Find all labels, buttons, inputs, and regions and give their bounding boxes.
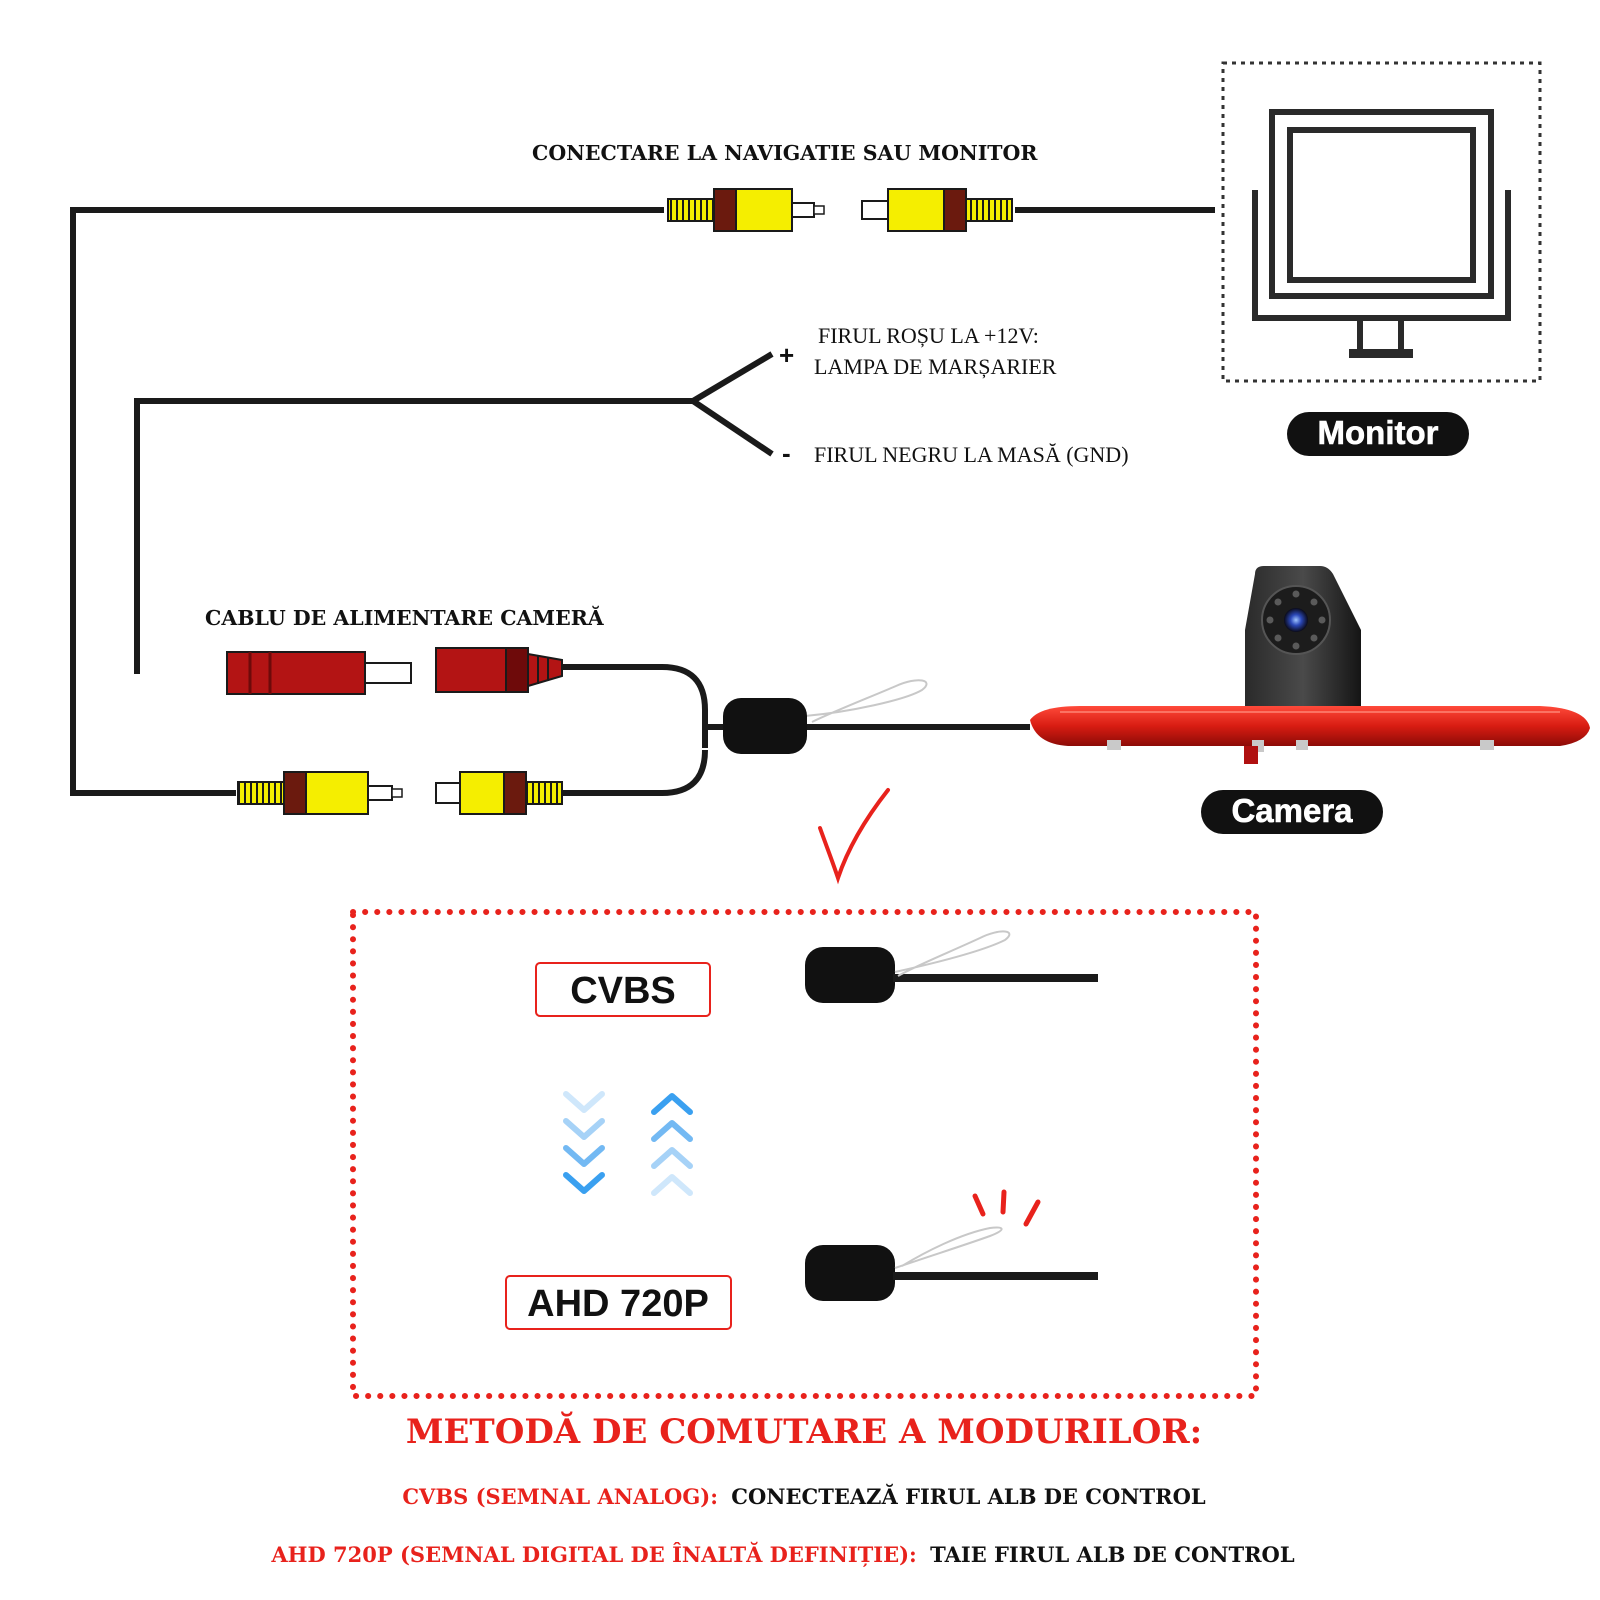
rca-connector-top-left (667, 188, 825, 232)
mode-switch-module (723, 698, 807, 754)
footer-ahd-prefix: AHD 720P (SEMNAL DIGITAL DE ÎNALTĂ DEFIN… (270, 1542, 916, 1567)
red-wire-branch (691, 351, 774, 404)
chevrons-down-icon (563, 1091, 605, 1194)
ahd-module (805, 1189, 1098, 1301)
footer-cvbs-text: CONECTEAZĂ FIRUL ALB DE CONTROL (731, 1484, 1206, 1509)
rca-connector-bottom-right (435, 771, 563, 815)
black-wire-branch (691, 398, 774, 457)
cut-spark-icon (972, 1189, 1041, 1227)
cvbs-mode-label: CVBS (535, 962, 711, 1017)
ahd-mode-label: AHD 720P (505, 1275, 732, 1330)
cvbs-mode-text: CVBS (570, 970, 676, 1012)
black-wire-label: FIRUL NEGRU LA MASĂ (GND) (814, 442, 1129, 467)
footer-cvbs-line: CVBS (SEMNAL ANALOG): CONECTEAZĂ FIRUL A… (402, 1484, 1206, 1509)
camera-y-split-bottom (558, 749, 708, 796)
red-wire-label-line1: FIRUL ROȘU LA +12V: (818, 323, 1039, 348)
power-wire-trunk (134, 398, 693, 674)
minus-sign: - (782, 438, 791, 468)
footer-title: METODĂ DE COMUTARE A MODURILOR: (406, 1411, 1202, 1452)
brake-light-camera-icon (1030, 566, 1590, 764)
nav-monitor-label: CONECTARE LA NAVIGATIE SAU MONITOR (532, 141, 1038, 165)
chevrons-up-icon (651, 1093, 693, 1196)
white-control-wire-loop (804, 679, 928, 723)
power-cable-label: CABLU DE ALIMENTARE CAMERĂ (205, 605, 605, 630)
ahd-mode-text: AHD 720P (527, 1283, 709, 1325)
mode-box (350, 909, 1259, 1399)
rca-connector-top-right (861, 188, 1013, 232)
footer-ahd-line: AHD 720P (SEMNAL DIGITAL DE ÎNALTĂ DEFIN… (270, 1542, 1294, 1567)
rca-connector-bottom-left (237, 771, 403, 815)
footer-cvbs-prefix: CVBS (SEMNAL ANALOG): (402, 1484, 718, 1509)
checkmark-icon (818, 788, 890, 885)
monitor-icon (1221, 61, 1542, 383)
monitor-badge-label: Monitor (1318, 414, 1439, 451)
footer-ahd-text: TAIE FIRUL ALB DE CONTROL (930, 1542, 1295, 1567)
monitor-badge: Monitor (1287, 412, 1469, 456)
power-connector-right (435, 647, 563, 693)
red-wire-label-line2: LAMPA DE MARȘARIER (814, 354, 1057, 379)
camera-badge: Camera (1201, 790, 1383, 834)
power-connector-left (226, 651, 412, 695)
camera-badge-label: Camera (1231, 792, 1353, 829)
camera-y-split-top (558, 664, 708, 748)
cvbs-module (805, 930, 1098, 1003)
plus-sign: + (779, 340, 794, 370)
video-wire-outer (70, 207, 664, 796)
wires (70, 207, 1215, 796)
